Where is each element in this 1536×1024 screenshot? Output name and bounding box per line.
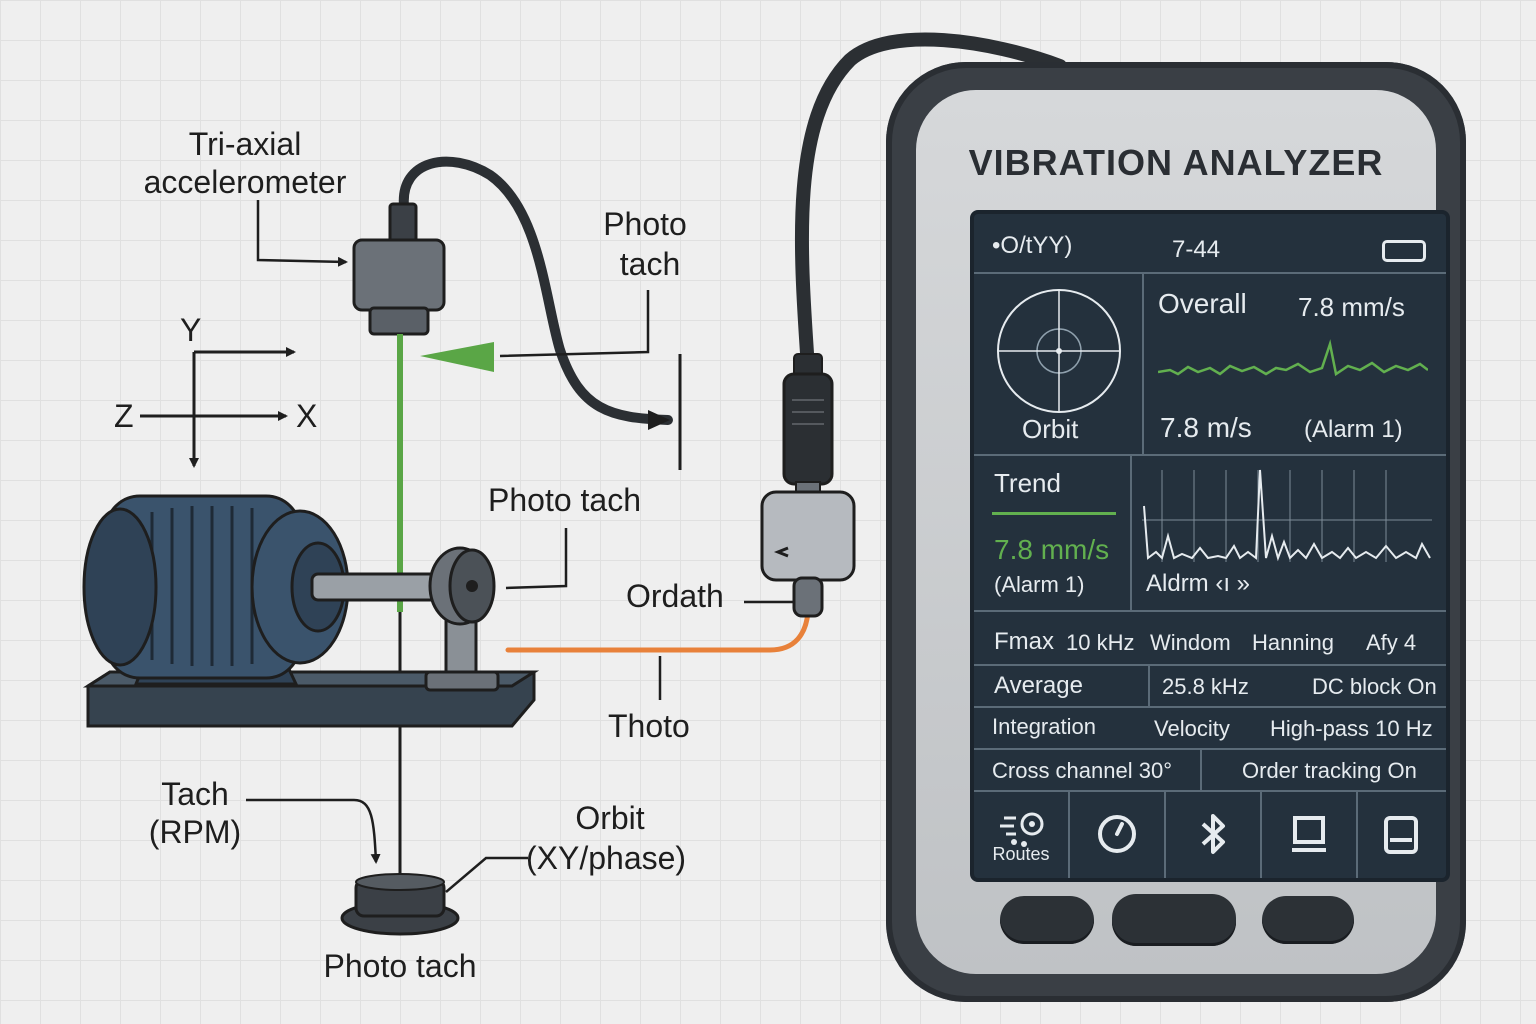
leader-photo-tach-top: [499, 290, 650, 358]
integration-label: Integration: [992, 714, 1096, 739]
axis-y-label: Y: [180, 312, 202, 348]
device-face: VIBRATION ANALYZER •O/tYY) 7-44 Orbit Ov…: [916, 90, 1450, 974]
trend-alarm: (Alarm 1): [994, 572, 1085, 597]
trend-value: 7.8 mm/s: [994, 534, 1110, 565]
status-left: •O/tYY): [992, 232, 1073, 259]
leader-photo-tach-middle: [505, 528, 568, 590]
photo-tach-middle-label: Photo tach: [488, 482, 641, 518]
device-title: VIBRATION ANALYZER: [968, 142, 1384, 183]
tach-label-line1: Tach: [161, 776, 229, 812]
orbit-tile-label: Orbit: [1022, 414, 1079, 444]
window-label: Windom: [1150, 630, 1231, 655]
routes-label: Routes: [992, 844, 1050, 864]
orbit-label-line2: (XY/phase): [526, 840, 687, 876]
accelerometer-base: [368, 306, 430, 336]
highpass-filter[interactable]: High-pass 10 Hz: [1270, 716, 1433, 741]
average-label: Average: [994, 672, 1083, 699]
velocity-value: 7.8 m/s: [1160, 412, 1252, 443]
signal-cable: [505, 609, 811, 653]
laser-arrow-icon: [420, 342, 494, 372]
battery-icon: [1382, 240, 1426, 262]
spectrum-alarm: Aldrm ‹ı »: [1146, 570, 1251, 597]
storage-icon: [1384, 816, 1418, 854]
overall-label: Overall: [1158, 288, 1247, 319]
nav-routes-button[interactable]: Routes: [974, 796, 1068, 874]
status-time: 7-44: [1172, 236, 1221, 263]
accelerometer-label-line1: Tri-axial: [188, 126, 302, 162]
monitor-icon: [1292, 816, 1326, 852]
photo-tach-top-label-line1: Photo: [603, 206, 687, 242]
trend-underline: [992, 512, 1116, 515]
axis-z-label: Z: [114, 398, 134, 434]
fmax-value[interactable]: 10 kHz: [1066, 630, 1135, 655]
left-hardware-button[interactable]: [1000, 896, 1094, 944]
alarm-top: (Alarm 1): [1304, 416, 1403, 443]
overall-value: 7.8 mm/s: [1298, 292, 1405, 322]
photo-tach-top-label-line2: tach: [619, 246, 681, 282]
order-tracking-toggle[interactable]: Order tracking On: [1242, 758, 1417, 783]
routes-icon: [1000, 812, 1044, 847]
analyzer-cable: [794, 32, 1067, 375]
photo-tach-sensor: [340, 873, 460, 936]
cross-channel[interactable]: Cross channel 30°: [992, 758, 1173, 783]
nav-display-button[interactable]: [1262, 796, 1356, 874]
averages-count[interactable]: Afy 4: [1366, 630, 1417, 655]
axis-x-label: X: [296, 398, 318, 434]
gauge-icon: [1098, 815, 1136, 853]
shaft: [310, 572, 446, 602]
bearing-support: [424, 546, 500, 692]
accelerometer-cable: [398, 156, 673, 425]
cable-end-arrow: [648, 410, 670, 430]
tach-label-line2: (RPM): [148, 814, 242, 850]
bluetooth-icon: [1201, 814, 1225, 854]
analyzer-connector: [760, 353, 856, 618]
leader-accelerometer: [256, 200, 348, 267]
ordath-label: Ordath: [626, 578, 724, 614]
overall-trace: [1158, 339, 1428, 377]
accelerometer-body: [352, 238, 446, 312]
electric-motor: [82, 494, 350, 686]
accelerometer-connector: [388, 202, 418, 244]
nav-bluetooth-button[interactable]: [1166, 796, 1260, 874]
integration-value[interactable]: Velocity: [1154, 716, 1230, 741]
nav-storage-button[interactable]: [1358, 796, 1446, 874]
photo-tach-bottom-label: Photo tach: [323, 948, 477, 984]
analyzer-screen: •O/tYY) 7-44 Orbit Overall 7.8 mm/s 7.8 …: [970, 210, 1450, 882]
average-value[interactable]: 25.8 kHz: [1162, 674, 1249, 699]
right-hardware-button[interactable]: [1262, 896, 1354, 944]
orbit-label-line1: Orbit: [575, 800, 645, 836]
thoto-label: Thoto: [608, 708, 690, 744]
dc-block-toggle[interactable]: DC block On: [1312, 674, 1437, 699]
fmax-label: Fmax: [994, 628, 1054, 655]
coordinate-axes: [140, 347, 296, 468]
trend-label: Trend: [994, 468, 1061, 498]
spectrum-plot: [1142, 469, 1432, 562]
leader-orbit: [445, 856, 528, 893]
leader-tach: [246, 798, 381, 864]
center-hardware-button[interactable]: [1112, 894, 1236, 946]
orbit-plot: [997, 289, 1121, 413]
vibration-analyzer-device: VIBRATION ANALYZER •O/tYY) 7-44 Orbit Ov…: [886, 62, 1466, 1002]
accelerometer-label-line2: accelerometer: [143, 164, 347, 200]
window-value[interactable]: Hanning: [1252, 630, 1334, 655]
nav-measure-button[interactable]: [1070, 796, 1164, 874]
